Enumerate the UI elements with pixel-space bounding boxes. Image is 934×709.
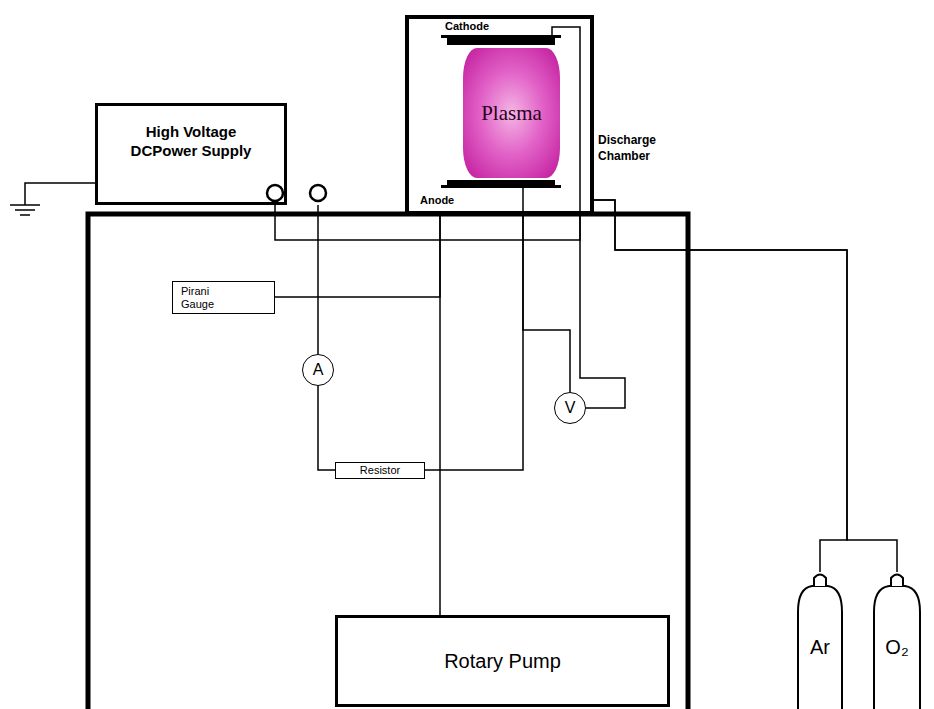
node-text: A [313,361,324,379]
resistor-symbol: Resistor [335,462,425,479]
node-text: Plasma [481,101,542,126]
ammeter-symbol: A [302,354,334,386]
wire [318,386,335,470]
gas-cylinder: Ar [797,572,843,709]
frame [88,214,688,709]
wire [317,205,319,354]
ground-symbol [10,183,95,215]
gas-cylinder: O₂ [873,572,921,709]
rotary-pump-box: Rotary Pump [335,615,670,707]
node-text: O₂ [885,636,908,659]
wire [594,200,897,572]
voltmeter-symbol: V [554,392,586,424]
pirani-gauge-box: Pirani Gauge [172,281,275,314]
node-text: Resistor [360,465,400,476]
node-text: Ar [810,636,830,659]
node-text: V [565,399,576,417]
discharge-chamber: Discharge ChamberPlasma [405,15,594,215]
power-supply-box: High Voltage DCPower Supply [95,103,287,205]
node-text: Pirani Gauge [181,285,227,310]
node-text: Discharge Chamber [598,133,686,164]
terminal [267,185,326,201]
wire [580,215,625,408]
wire [523,215,570,392]
part-label: Cathode [445,20,489,32]
plasma-region: Plasma [463,48,560,178]
electrode [441,35,561,188]
wire [275,205,580,240]
part-label: Anode [420,194,454,206]
node-text: High Voltage DCPower Supply [116,123,266,161]
node-text: Rotary Pump [444,650,561,673]
wire [275,215,440,297]
wire [594,200,847,572]
